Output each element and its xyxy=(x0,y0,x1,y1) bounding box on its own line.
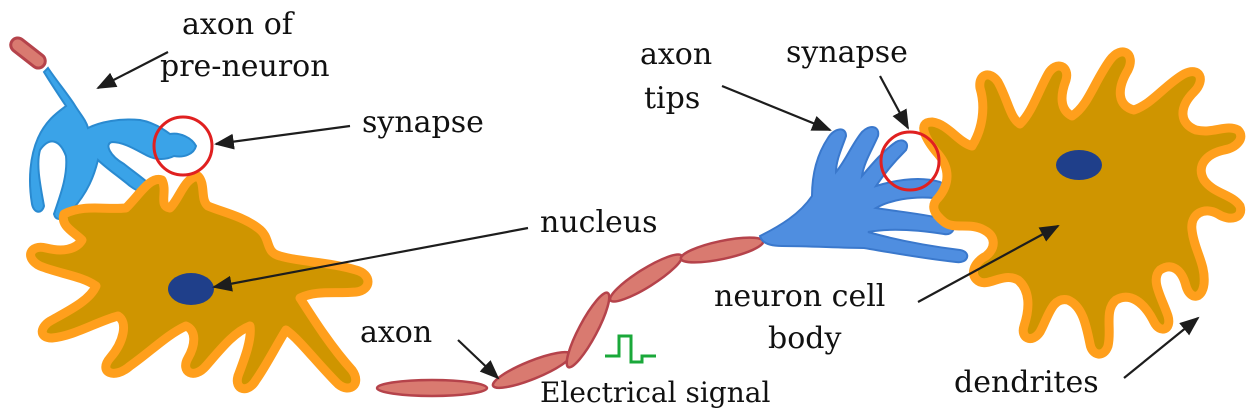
label-axon-of-pre-neuron-line2: pre-neuron xyxy=(160,49,330,84)
label-synapse-left: synapse xyxy=(362,105,484,140)
right-neuron xyxy=(919,47,1246,359)
arrow-axon-tips xyxy=(721,84,832,132)
arrow-synapse-left xyxy=(214,124,351,150)
arrow-nucleus xyxy=(212,226,529,292)
left-nucleus xyxy=(168,273,214,305)
label-axon: axon xyxy=(360,315,432,350)
label-axon-tips-line2: tips xyxy=(644,81,700,116)
left-neuron xyxy=(26,171,373,394)
label-electrical-signal: Electrical signal xyxy=(540,376,770,409)
label-nucleus: nucleus xyxy=(540,205,658,240)
electrical-signal-icon xyxy=(605,334,656,364)
synapse-circle-left xyxy=(152,115,214,177)
label-axon-tips-line1: axon xyxy=(640,37,712,72)
label-axon-of-pre-neuron-line1: axon of xyxy=(182,7,295,42)
label-dendrites: dendrites xyxy=(954,365,1099,400)
label-neuron-cell-body-line1: neuron cell xyxy=(714,279,885,314)
label-synapse-right: synapse xyxy=(786,35,908,70)
synapse-circle-right xyxy=(879,130,941,192)
arrow-dendrites xyxy=(1123,316,1200,379)
myelinated-axon xyxy=(375,236,765,398)
arrow-synapse-right xyxy=(879,75,909,130)
label-neuron-cell-body-line2: body xyxy=(768,321,841,356)
right-nucleus xyxy=(1056,150,1102,180)
arrow-axon xyxy=(457,339,500,380)
arrow-neuron-cell-body xyxy=(917,225,1060,303)
right-cell-body xyxy=(919,47,1246,359)
pre-neuron-axon-terminal xyxy=(29,66,198,220)
arrow-axon-of-pre-neuron xyxy=(96,51,169,89)
leader-arrows xyxy=(96,51,1200,380)
